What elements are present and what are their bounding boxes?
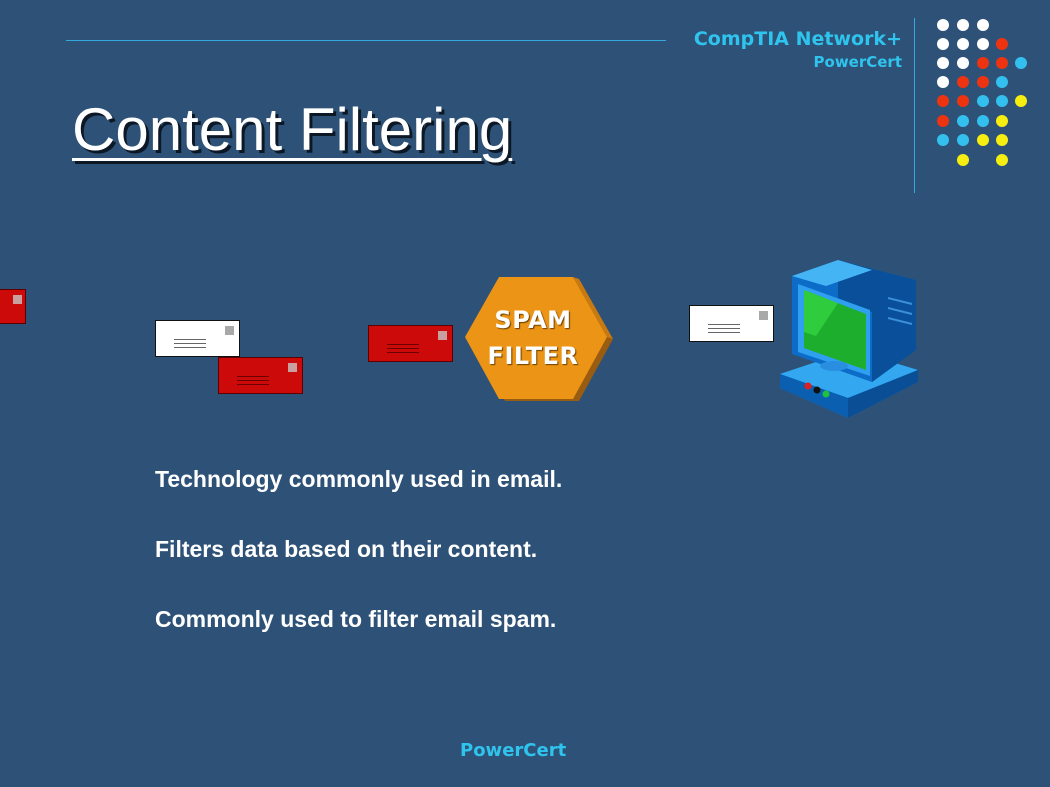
brand-subtitle: PowerCert — [813, 53, 902, 71]
header-divider — [66, 40, 666, 41]
dot — [957, 19, 969, 31]
address-line — [708, 328, 740, 329]
dot — [937, 95, 949, 107]
address-line — [174, 347, 206, 348]
spam-filter-label-line1: SPAM — [494, 306, 572, 334]
address-line — [174, 343, 206, 344]
dot — [1015, 95, 1027, 107]
dot — [977, 38, 989, 50]
dot — [977, 76, 989, 88]
dot — [957, 95, 969, 107]
slide-title: Content Filtering — [72, 96, 513, 163]
spam-filter-label-line2: FILTER — [487, 342, 579, 370]
dot — [977, 115, 989, 127]
bullet-text: Filters data based on their content. — [155, 536, 538, 562]
stamp — [13, 295, 22, 304]
dot — [937, 76, 949, 88]
address-line — [174, 339, 206, 340]
dot — [996, 38, 1008, 50]
dot — [957, 57, 969, 69]
address-line — [708, 332, 740, 333]
stamp — [225, 326, 234, 335]
envelope-icon — [0, 289, 26, 324]
dot — [937, 38, 949, 50]
address-line — [387, 348, 419, 349]
address-line — [708, 324, 740, 325]
stamp — [288, 363, 297, 372]
dot — [977, 95, 989, 107]
dot — [957, 38, 969, 50]
dot — [996, 95, 1008, 107]
dot — [957, 76, 969, 88]
envelope-icon — [218, 357, 303, 394]
dot — [977, 19, 989, 31]
dot — [977, 134, 989, 146]
address-line — [387, 352, 419, 353]
dot — [1015, 57, 1027, 69]
dot — [937, 115, 949, 127]
dot — [977, 57, 989, 69]
address-line — [237, 376, 269, 377]
dot — [996, 154, 1008, 166]
dot — [996, 134, 1008, 146]
header-vertical-divider — [914, 18, 915, 193]
dot — [957, 154, 969, 166]
stamp — [438, 331, 447, 340]
address-line — [237, 380, 269, 381]
dot — [996, 115, 1008, 127]
dot — [937, 19, 949, 31]
dot — [937, 57, 949, 69]
bullet-text: Commonly used to filter email spam. — [155, 606, 557, 632]
footer-brand: PowerCert — [460, 740, 567, 761]
dot — [996, 76, 1008, 88]
envelope-icon — [689, 305, 774, 342]
address-line — [387, 344, 419, 345]
address-line — [237, 384, 269, 385]
envelope-icon — [368, 325, 453, 362]
dot — [937, 134, 949, 146]
dot — [996, 57, 1008, 69]
dot — [957, 134, 969, 146]
spam-filter-icon — [465, 277, 613, 401]
bullet-text: Technology commonly used in email. — [155, 466, 563, 492]
brand-title: CompTIA Network+ — [693, 28, 902, 50]
stamp — [759, 311, 768, 320]
envelope-icon — [155, 320, 240, 357]
dot — [957, 115, 969, 127]
computer-icon — [780, 260, 918, 418]
